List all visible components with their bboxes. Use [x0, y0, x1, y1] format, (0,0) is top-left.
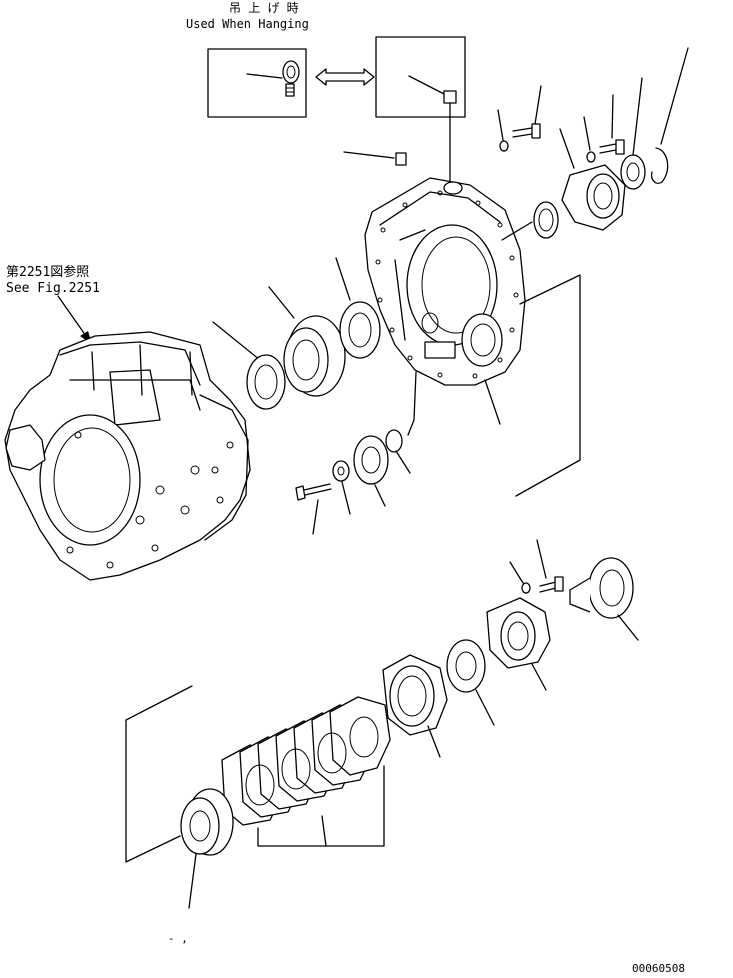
bearing-lower: [446, 639, 495, 726]
housing-leader-bracket: [407, 221, 581, 497]
output-gear-shaft: [569, 557, 639, 641]
bottom-leader-mark: - ,: [168, 932, 188, 945]
ref-label-jp: 第2251図参照: [6, 264, 89, 280]
snap-ring-upper: [650, 47, 689, 184]
drawing-number: 00060508: [632, 962, 685, 975]
o-ring-middle: [385, 429, 411, 474]
hanging-label-en: Used When Hanging: [186, 17, 309, 31]
retainer-housing: [364, 177, 526, 425]
washer-middle: [332, 460, 351, 515]
bearing-race-upper-left: [212, 321, 286, 410]
plug-on-housing: [343, 151, 407, 166]
ball-bearing-middle: [353, 435, 389, 507]
bearing-upper-right: [620, 77, 646, 190]
disc-pack: [221, 696, 391, 847]
hanging-label-jp: 吊 上 げ 時: [229, 1, 299, 15]
cover-upper: [559, 128, 626, 231]
bolt-upper-right: [599, 94, 625, 155]
washer-lower: [509, 561, 531, 594]
plug-inset-box: [375, 36, 466, 186]
roller-bearing-lower: [125, 685, 234, 909]
bolt-middle: [295, 483, 332, 535]
washer-upper-left: [497, 109, 509, 152]
ref-arrow: [57, 295, 92, 344]
transmission-case: [4, 331, 251, 581]
bolt-upper-left: [512, 85, 542, 139]
bearing-race-upper-right: [335, 257, 381, 359]
cover-lower: [486, 597, 551, 691]
brake-housing-lower: [382, 654, 448, 758]
eyebolt-inset-box: [207, 48, 307, 118]
bolt-lower: [536, 539, 564, 593]
oil-seal-upper: [533, 201, 559, 239]
ref-label-en: See Fig.2251: [6, 281, 100, 296]
swap-arrow-icon: [315, 68, 375, 86]
washer-upper-right: [583, 116, 596, 163]
roller-bearing-upper: [268, 286, 346, 397]
